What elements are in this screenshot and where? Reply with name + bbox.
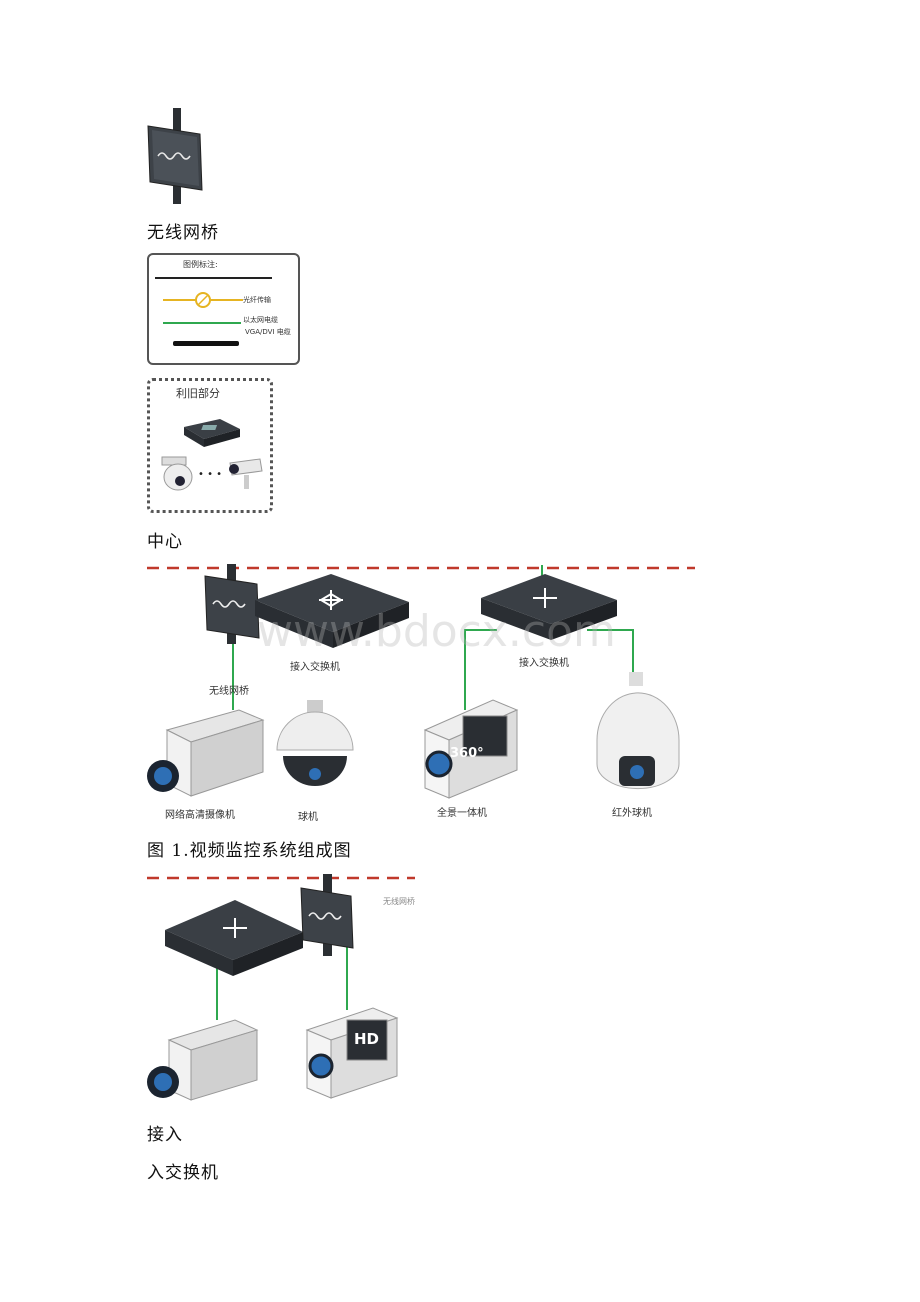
reuse-dots: • • • bbox=[198, 469, 223, 480]
cable-switch-to-irdome bbox=[587, 629, 634, 672]
ethernet-legend-line bbox=[163, 322, 241, 324]
center-caption: 中心 bbox=[147, 532, 183, 552]
badge-360: 360° bbox=[450, 746, 484, 761]
system-diagram-1: 360° www.bdocx.com 接入交换机 接入交换机 无线网桥 网络高清… bbox=[147, 560, 697, 828]
cable-switch-to-panorama bbox=[464, 629, 497, 710]
label-wireless-bridge: 无线网桥 bbox=[209, 686, 249, 697]
fiber-legend-icon bbox=[163, 292, 243, 308]
reuse-box: 利旧部分 • • • bbox=[147, 378, 273, 513]
vga-legend-line bbox=[173, 341, 239, 346]
legend-fiber-label: 光纤传输 bbox=[243, 296, 271, 304]
wireless-bridge-image bbox=[147, 108, 203, 204]
watermark: www.bdocx.com bbox=[257, 606, 616, 657]
diagram1-canvas bbox=[147, 564, 695, 799]
label-dome: 球机 bbox=[298, 812, 318, 823]
wireless-bridge-caption: 无线网桥 bbox=[147, 223, 219, 243]
system-diagram-2: HD 无线网桥 bbox=[147, 870, 417, 1106]
reuse-dome-camera-image bbox=[161, 456, 193, 491]
access-caption: 接入 bbox=[147, 1125, 183, 1145]
label-hd-camera: 网络高清摄像机 bbox=[165, 810, 235, 821]
figure-caption: 图 1.视频监控系统组成图 bbox=[147, 841, 352, 861]
access-switch-caption: 入交换机 bbox=[147, 1163, 219, 1183]
reuse-box-camera-image bbox=[229, 458, 263, 489]
diagram2-canvas bbox=[147, 874, 415, 1101]
label-switch-left: 接入交换机 bbox=[290, 662, 340, 673]
legend-vga-label: VGA/DVI 电缆 bbox=[245, 328, 291, 336]
nvr-image bbox=[184, 419, 240, 447]
label-ir-dome: 红外球机 bbox=[612, 808, 652, 819]
diagram2-faint-label: 无线网桥 bbox=[383, 897, 415, 906]
legend-box: 图例标注: 光纤传输 以太网电缆 VGA/DVI 电缆 bbox=[147, 253, 300, 365]
legend-title: 图例标注: bbox=[183, 260, 218, 269]
badge-hd: HD bbox=[354, 1030, 380, 1048]
legend-ethernet-label: 以太网电缆 bbox=[243, 316, 278, 324]
label-switch-right: 接入交换机 bbox=[519, 658, 569, 669]
legend-divider bbox=[155, 277, 272, 279]
reuse-box-title: 利旧部分 bbox=[176, 387, 220, 400]
label-panorama: 全景一体机 bbox=[437, 808, 487, 819]
